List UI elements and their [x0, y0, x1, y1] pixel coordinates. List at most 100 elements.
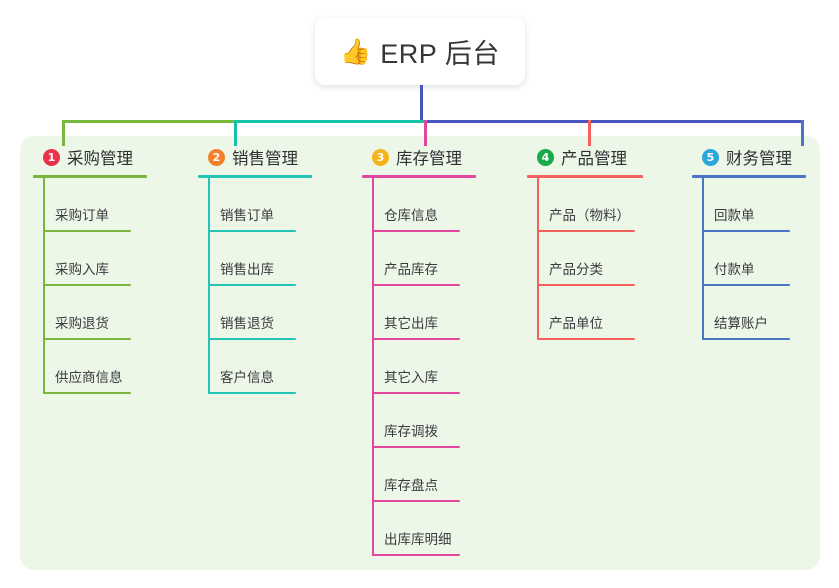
branch-header-rule: [527, 175, 643, 178]
diagram-background-panel: [20, 136, 820, 570]
branch-leaf-label: 产品（物料）: [549, 208, 630, 223]
branch-leaf-rule: [372, 554, 460, 556]
branch-header-rule: [198, 175, 312, 178]
branch-spine: [43, 178, 45, 394]
branch-number-badge: 3: [372, 148, 389, 166]
branch-leaf-label: 库存调拨: [384, 424, 438, 439]
branch-leaf-label: 其它出库: [384, 316, 438, 331]
branch-column-5: 5 财务管理回款单付款单结算账户: [692, 144, 839, 340]
root-node[interactable]: 👍 ERP 后台: [315, 18, 525, 85]
branch-leaf-label: 采购订单: [55, 208, 109, 223]
branch-spine: [537, 178, 539, 340]
root-stem-connector: [420, 85, 423, 123]
branch-title: 产品管理: [561, 150, 627, 168]
branch-spine: [372, 178, 374, 556]
branch-leaf-label: 销售退货: [220, 316, 274, 331]
branch-spine: [208, 178, 210, 394]
branch-leaf-item[interactable]: 产品库存: [362, 232, 512, 286]
branch-leaf-rule: [702, 230, 790, 232]
branch-leaf-rule: [208, 338, 296, 340]
drop-connector-3: [424, 120, 427, 146]
branch-leaf-item[interactable]: 付款单: [692, 232, 839, 286]
branch-leaf-item[interactable]: 产品（物料）: [527, 178, 687, 232]
branch-leaf-rule: [702, 338, 790, 340]
bus-connector-indigo: [424, 120, 804, 123]
branch-leaf-label: 付款单: [714, 262, 755, 277]
branch-leaf-label: 回款单: [714, 208, 755, 223]
branch-spine: [702, 178, 704, 340]
branch-header-4[interactable]: 4 产品管理: [527, 144, 687, 170]
branch-title: 采购管理: [67, 150, 133, 168]
branch-leaf-rule: [208, 284, 296, 286]
branch-leaf-item[interactable]: 销售出库: [198, 232, 348, 286]
branch-header-rule: [362, 175, 476, 178]
branch-leaf-rule: [372, 392, 460, 394]
branch-header-5[interactable]: 5 财务管理: [692, 144, 839, 170]
branch-leaf-label: 销售订单: [220, 208, 274, 223]
branch-leaf-rule: [537, 338, 635, 340]
branch-number-badge: 5: [702, 148, 719, 166]
branch-leaf-label: 其它入库: [384, 370, 438, 385]
branch-leaf-label: 采购退货: [55, 316, 109, 331]
branch-leaf-item[interactable]: 出库库明细: [362, 502, 512, 556]
drop-connector-2: [234, 120, 237, 146]
branch-leaf-item[interactable]: 库存盘点: [362, 448, 512, 502]
thumbs-up-icon: 👍: [340, 37, 372, 66]
branch-leaf-rule: [208, 392, 296, 394]
branch-items: 回款单付款单结算账户: [692, 178, 839, 340]
branch-leaf-item[interactable]: 产品分类: [527, 232, 687, 286]
branch-leaf-item[interactable]: 供应商信息: [33, 340, 183, 394]
drop-connector-5: [801, 120, 804, 146]
branch-leaf-item[interactable]: 采购退货: [33, 286, 183, 340]
branch-leaf-item[interactable]: 采购入库: [33, 232, 183, 286]
branch-header-rule: [33, 175, 147, 178]
branch-leaf-label: 结算账户: [714, 316, 768, 331]
branch-number-badge: 2: [208, 148, 225, 166]
branch-title: 销售管理: [232, 150, 298, 168]
branch-leaf-item[interactable]: 销售订单: [198, 178, 348, 232]
branch-header-3[interactable]: 3 库存管理: [362, 144, 512, 170]
branch-leaf-item[interactable]: 回款单: [692, 178, 839, 232]
branch-leaf-label: 产品单位: [549, 316, 603, 331]
branch-leaf-label: 出库库明细: [384, 532, 452, 547]
branch-items: 仓库信息产品库存其它出库其它入库库存调拨库存盘点出库库明细: [362, 178, 512, 556]
branch-leaf-rule: [43, 338, 131, 340]
branch-leaf-rule: [537, 284, 635, 286]
branch-leaf-item[interactable]: 库存调拨: [362, 394, 512, 448]
branch-header-rule: [692, 175, 806, 178]
branch-leaf-rule: [372, 446, 460, 448]
branch-items: 销售订单销售出库销售退货客户信息: [198, 178, 348, 394]
branch-items: 采购订单采购入库采购退货供应商信息: [33, 178, 183, 394]
branch-leaf-item[interactable]: 其它入库: [362, 340, 512, 394]
branch-leaf-rule: [372, 338, 460, 340]
branch-leaf-label: 采购入库: [55, 262, 109, 277]
drop-connector-1: [62, 120, 65, 146]
branch-title: 库存管理: [396, 150, 462, 168]
branch-leaf-label: 销售出库: [220, 262, 274, 277]
branch-leaf-rule: [208, 230, 296, 232]
branch-leaf-rule: [372, 230, 460, 232]
branch-leaf-item[interactable]: 仓库信息: [362, 178, 512, 232]
branch-column-2: 2 销售管理销售订单销售出库销售退货客户信息: [198, 144, 348, 394]
branch-number-badge: 4: [537, 148, 554, 166]
branch-leaf-label: 库存盘点: [384, 478, 438, 493]
branch-title: 财务管理: [726, 150, 792, 168]
branch-leaf-item[interactable]: 产品单位: [527, 286, 687, 340]
branch-leaf-label: 产品库存: [384, 262, 438, 277]
branch-leaf-rule: [43, 284, 131, 286]
branch-leaf-item[interactable]: 结算账户: [692, 286, 839, 340]
bus-connector-green: [62, 120, 236, 123]
branch-leaf-item[interactable]: 其它出库: [362, 286, 512, 340]
branch-leaf-label: 客户信息: [220, 370, 274, 385]
branch-header-2[interactable]: 2 销售管理: [198, 144, 348, 170]
branch-leaf-item[interactable]: 销售退货: [198, 286, 348, 340]
drop-connector-4: [588, 120, 591, 146]
root-node-label: ERP 后台: [380, 39, 500, 69]
branch-leaf-item[interactable]: 客户信息: [198, 340, 348, 394]
branch-leaf-rule: [43, 392, 131, 394]
branch-column-3: 3 库存管理仓库信息产品库存其它出库其它入库库存调拨库存盘点出库库明细: [362, 144, 512, 556]
branch-leaf-item[interactable]: 采购订单: [33, 178, 183, 232]
branch-leaf-rule: [43, 230, 131, 232]
